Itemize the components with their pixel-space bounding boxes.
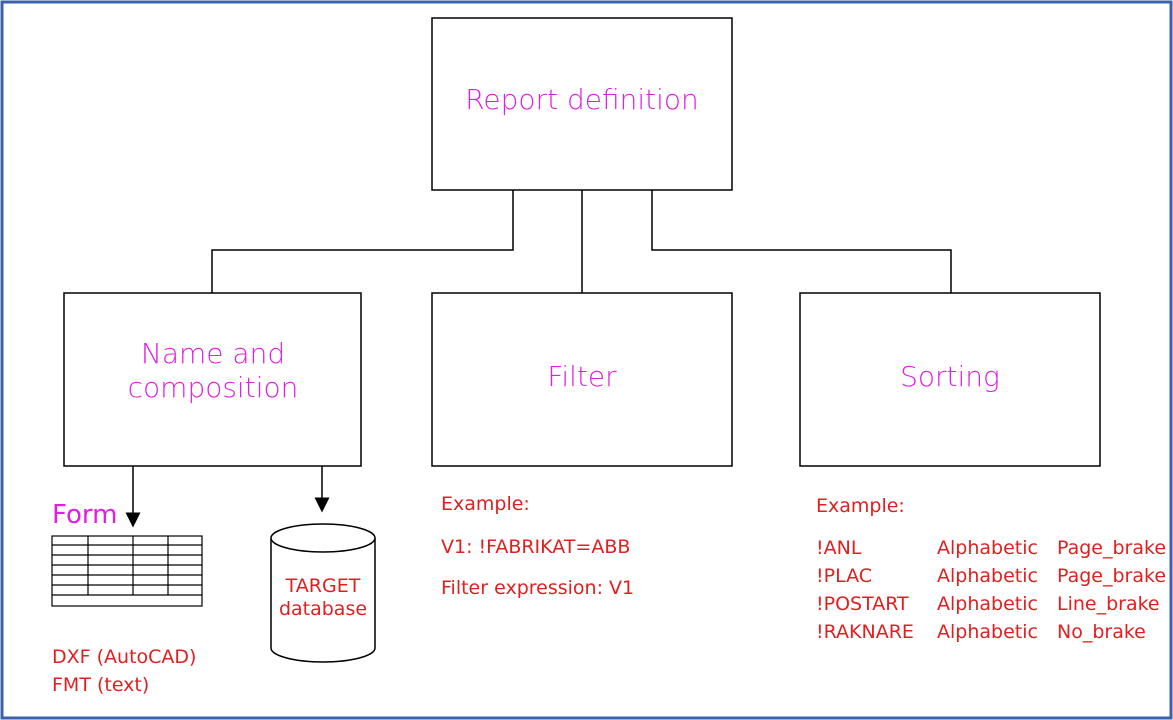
form-format-dxf: DXF (AutoCAD) — [52, 646, 196, 668]
sorting-row-2-order: Alphabetic — [937, 565, 1038, 587]
form-label: Form — [52, 500, 118, 530]
name-composition-label-line1: Name and — [141, 337, 285, 370]
connector-to-sorting-box — [651, 190, 952, 293]
filter-example-line-1: V1: !FABRIKAT=ABB — [441, 536, 630, 558]
sorting-label: Sorting — [900, 360, 1000, 393]
database-cylinder-icon — [270, 523, 376, 663]
filter-example-heading: Example: — [441, 493, 530, 515]
sorting-row-4-order: Alphabetic — [937, 621, 1038, 643]
sorting-row-1-field: !ANL — [816, 537, 862, 559]
name-composition-box — [63, 292, 362, 467]
sorting-row-3-brake: Line_brake — [1057, 593, 1160, 615]
sorting-row-4-field: !RAKNARE — [816, 621, 914, 643]
connector-lines — [211, 190, 952, 293]
filter-box — [431, 292, 733, 467]
sorting-row-1-brake: Page_brake — [1057, 537, 1166, 559]
name-composition-label-line2: composition — [128, 371, 299, 404]
sorting-box — [799, 292, 1101, 467]
filter-label: Filter — [547, 360, 617, 393]
connector-to-name-box — [211, 190, 514, 293]
sorting-row-2-brake: Page_brake — [1057, 565, 1166, 587]
sorting-example-heading: Example: — [816, 495, 905, 517]
sorting-row-3-field: !POSTART — [816, 593, 909, 615]
database-label-line1: TARGET — [285, 575, 361, 597]
sorting-row-2-field: !PLAC — [816, 565, 872, 587]
filter-example-line-2: Filter expression: V1 — [441, 577, 634, 599]
sorting-row-1-order: Alphabetic — [937, 537, 1038, 559]
form-format-fmt: FMT (text) — [52, 674, 149, 696]
report-definition-label: Report definition — [465, 83, 699, 116]
form-grid-icon — [51, 535, 203, 607]
database-label-line2: database — [279, 598, 367, 620]
report-definition-box — [431, 17, 733, 191]
sorting-row-4-brake: No_brake — [1057, 621, 1146, 643]
sorting-row-3-order: Alphabetic — [937, 593, 1038, 615]
